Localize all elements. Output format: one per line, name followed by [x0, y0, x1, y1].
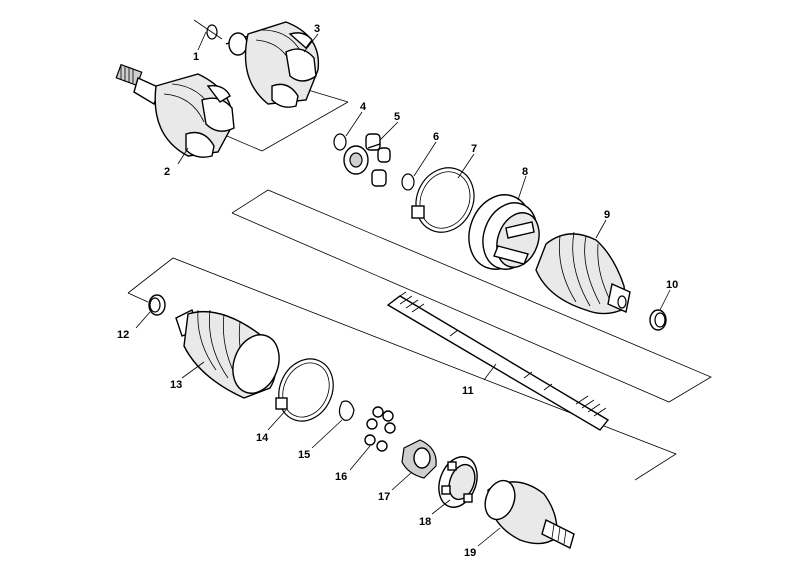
callout-19: 19 — [464, 547, 476, 559]
callout-13: 13 — [170, 379, 182, 391]
part-17-inner-race — [401, 439, 437, 479]
callout-11: 11 — [462, 385, 474, 397]
callout-5: 5 — [394, 111, 400, 123]
part-1-circlip — [193, 19, 223, 40]
callout-3: 3 — [314, 23, 320, 35]
callout-17: 17 — [378, 491, 390, 503]
part-7-boot-clamp — [411, 167, 475, 233]
callout-9: 9 — [604, 209, 610, 221]
part-14-boot-clamp — [275, 358, 334, 422]
callout-2: 2 — [164, 166, 170, 178]
callout-6: 6 — [433, 131, 439, 143]
callout-18: 18 — [419, 516, 431, 528]
callout-10: 10 — [666, 279, 678, 291]
part-3-tripod-housing — [225, 21, 320, 108]
part-5-tripod-spider — [343, 133, 391, 187]
callout-12: 12 — [117, 329, 129, 341]
part-18-ball-cage — [438, 456, 478, 508]
callout-1: 1 — [193, 51, 199, 63]
part-9-inner-boot — [535, 231, 631, 315]
callout-7: 7 — [471, 143, 477, 155]
part-6-circlip — [401, 173, 415, 191]
callout-15: 15 — [298, 449, 310, 461]
part-13-outer-boot — [175, 309, 280, 399]
leader-lines — [135, 31, 671, 547]
callout-8: 8 — [522, 166, 528, 178]
callout-16: 16 — [335, 471, 347, 483]
part-2-tripod-housing-stub — [115, 63, 235, 158]
part-8-boot-collar — [468, 194, 540, 270]
callout-labels: 1 2 3 4 5 6 7 8 9 10 11 12 13 14 15 16 1… — [117, 23, 678, 559]
callout-4: 4 — [360, 101, 367, 113]
part-16-balls — [364, 406, 396, 452]
part-19-outer-cv-housing — [484, 479, 575, 550]
callout-14: 14 — [256, 432, 269, 444]
part-11-driveshaft — [386, 291, 610, 431]
part-4-circlip — [333, 133, 347, 151]
part-15-circlip — [338, 400, 355, 421]
part-10-clamp-ring — [649, 309, 667, 331]
part-12-clamp-ring — [148, 294, 166, 316]
